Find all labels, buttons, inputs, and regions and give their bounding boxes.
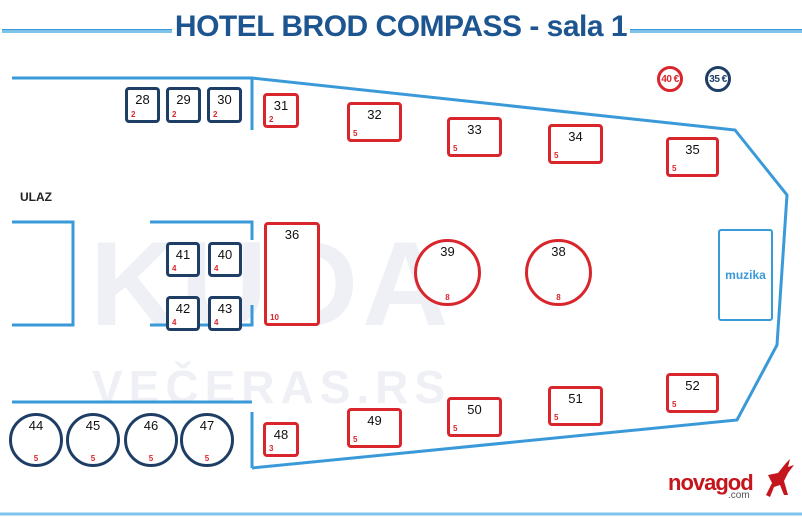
title-rule-right [630, 29, 802, 33]
table-number: 51 [568, 391, 583, 406]
table-number: 43 [217, 301, 233, 316]
table-49[interactable]: 49 5 [347, 408, 402, 448]
title-rule-left [2, 29, 172, 33]
wall-segment [150, 220, 254, 240]
table-number: 30 [217, 92, 232, 107]
table-number: 32 [367, 107, 382, 122]
table-44[interactable]: 44 5 [9, 413, 63, 467]
table-number: 28 [135, 92, 150, 107]
logo-suffix: .com [728, 490, 750, 501]
entrance-label: ULAZ [20, 190, 52, 204]
seat-count: 4 [214, 264, 219, 273]
table-32[interactable]: 32 5 [347, 102, 402, 142]
seat-count: 5 [672, 400, 677, 409]
table-45[interactable]: 45 5 [66, 413, 120, 467]
table-51[interactable]: 51 5 [548, 386, 603, 426]
table-number: 48 [273, 427, 289, 442]
seat-count: 3 [269, 444, 274, 453]
table-number: 44 [28, 418, 44, 433]
table-number: 33 [467, 122, 482, 137]
seat-count: 5 [672, 164, 677, 173]
table-46[interactable]: 46 5 [124, 413, 178, 467]
table-number: 40 [217, 247, 233, 262]
seat-count: 10 [270, 313, 279, 322]
seat-count: 2 [213, 110, 218, 119]
table-33[interactable]: 33 5 [447, 117, 502, 157]
table-number: 41 [175, 247, 191, 262]
seat-count: 4 [214, 318, 219, 327]
logo-name: novagod [668, 470, 754, 495]
table-number: 46 [143, 418, 159, 433]
table-number: 31 [273, 98, 289, 113]
seat-count: 5 [148, 454, 154, 463]
table-number: 29 [176, 92, 191, 107]
table-number: 47 [199, 418, 215, 433]
music-area: muzika [718, 229, 773, 321]
seat-count: 4 [172, 264, 177, 273]
seat-count: 5 [453, 144, 458, 153]
table-52[interactable]: 52 5 [666, 373, 719, 413]
seat-count: 2 [269, 115, 274, 124]
seat-count: 8 [445, 293, 450, 302]
table-number: 52 [685, 378, 700, 393]
seat-count: 4 [172, 318, 177, 327]
table-number: 49 [367, 413, 382, 428]
table-number: 34 [568, 129, 583, 144]
table-47[interactable]: 47 5 [180, 413, 234, 467]
table-50[interactable]: 50 5 [447, 397, 502, 437]
table-number: 39 [440, 244, 455, 259]
legend-navy-price: 35 € [705, 66, 731, 92]
table-38[interactable]: 38 8 [525, 239, 592, 306]
entrance-wall [12, 220, 75, 327]
seat-count: 2 [131, 110, 136, 119]
seat-count: 5 [353, 129, 358, 138]
table-number: 38 [551, 244, 566, 259]
seat-count: 2 [172, 110, 177, 119]
table-number: 45 [85, 418, 101, 433]
table-number: 50 [467, 402, 482, 417]
table-39[interactable]: 39 8 [414, 239, 481, 306]
seat-count: 8 [556, 293, 561, 302]
seat-count: 5 [90, 454, 96, 463]
table-number: 35 [685, 142, 700, 157]
seat-count: 5 [353, 435, 358, 444]
table-number: 36 [284, 227, 300, 242]
seat-count: 5 [554, 413, 559, 422]
seat-count: 5 [453, 424, 458, 433]
table-34[interactable]: 34 5 [548, 124, 603, 164]
seat-count: 5 [554, 151, 559, 160]
seat-count: 5 [204, 454, 210, 463]
table-35[interactable]: 35 5 [666, 137, 719, 177]
table-36[interactable]: 36 10 [264, 222, 320, 326]
reindeer-icon [766, 459, 794, 497]
page-title: HOTEL BROD COMPASS - sala 1 [174, 10, 628, 43]
seat-count: 5 [33, 454, 39, 463]
novagod-logo[interactable]: novagod.com [668, 470, 754, 501]
table-number: 42 [175, 301, 191, 316]
legend-red-price: 40 € [657, 66, 683, 92]
